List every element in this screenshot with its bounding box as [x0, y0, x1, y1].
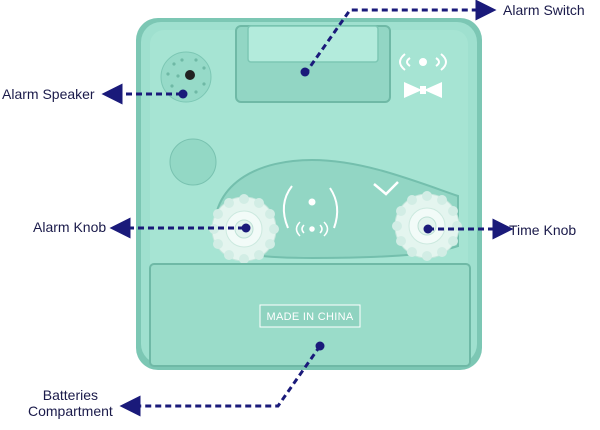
alarm-knob-dot: [241, 223, 251, 233]
alarm-speaker-dot: [178, 89, 188, 99]
time-knob-dot: [423, 224, 433, 234]
callout-dots: [178, 67, 433, 351]
label-alarm-switch: Alarm Switch: [503, 2, 585, 18]
alarm-speaker: [160, 51, 212, 103]
label-time-knob: Time Knob: [509, 222, 577, 238]
callout-batteries-line: [119, 345, 322, 417]
callout-lines: [101, 0, 514, 417]
label-batteries-line1: Batteries: [42, 387, 99, 403]
label-alarm-knob: Alarm Knob: [33, 219, 107, 235]
battery-compartment: MADE IN CHINA: [149, 263, 471, 367]
label-alarm-speaker: Alarm Speaker: [2, 86, 95, 102]
alarm-switch-dot: [300, 67, 310, 77]
round-recess: [169, 138, 217, 186]
small-sound-icon: [295, 221, 329, 237]
label-batteries-compartment: Batteries Compartment: [28, 387, 113, 419]
label-batteries-line2: Compartment: [28, 403, 113, 419]
batteries-dot: [315, 341, 325, 351]
ringing-bell-icon: [404, 82, 442, 98]
made-in-china-imprint: MADE IN CHINA: [266, 311, 353, 323]
sound-on-icon: [399, 53, 447, 71]
